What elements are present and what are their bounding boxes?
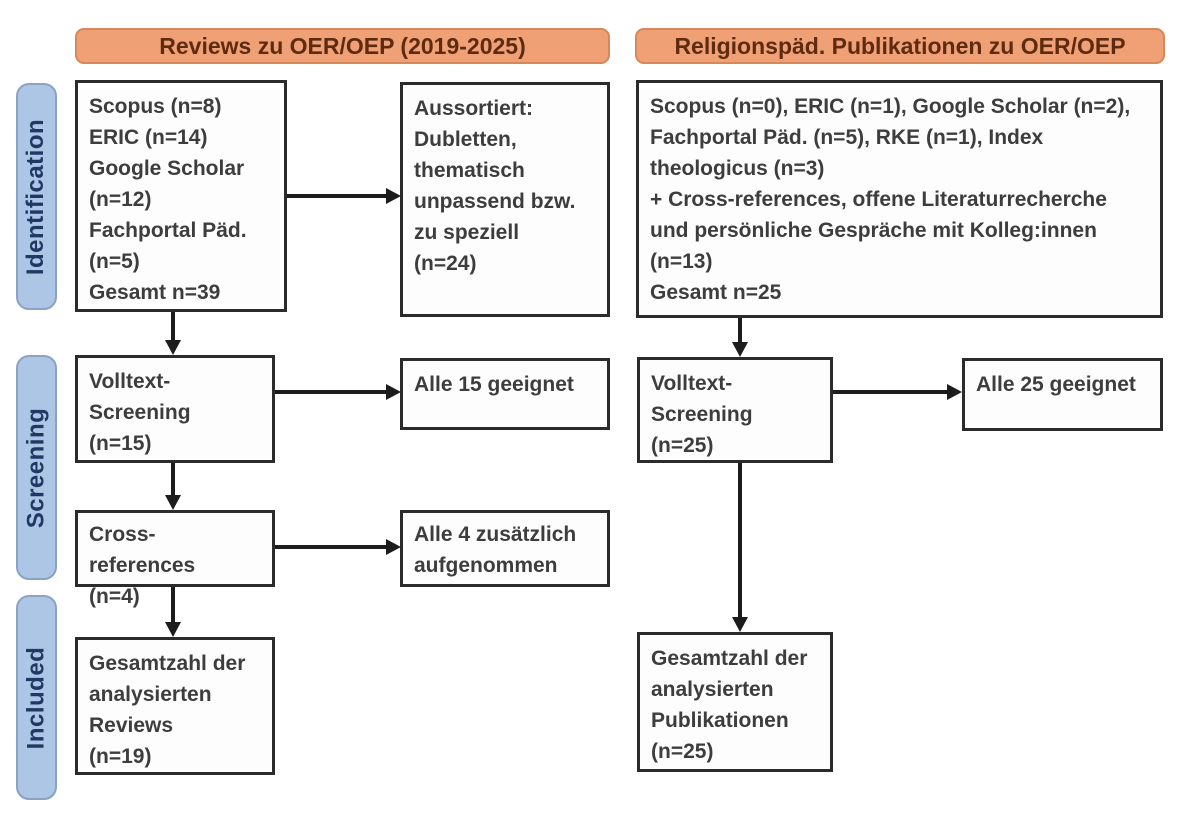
stage-label-identification: Identification — [16, 83, 57, 310]
box-sources-reviews: Scopus (n=8) ERIC (n=14) Google Scholar … — [75, 80, 287, 312]
box-total-publications: Gesamtzahl der analysierten Publikatione… — [637, 632, 833, 772]
column-header-religionspaed: Religionspäd. Publikationen zu OER/OEP — [635, 28, 1165, 64]
box-cross-references: Cross-references (n=4) — [75, 510, 275, 608]
stage-label-screening-text: Screening — [22, 407, 50, 528]
stage-label-included: Included — [16, 595, 57, 800]
stage-label-included-text: Included — [22, 646, 50, 749]
box-fulltext-screening-publications: Volltext- Screening (n=25) — [637, 357, 833, 463]
box-total-reviews: Gesamtzahl der analysierten Reviews (n=1… — [75, 637, 275, 775]
box-excluded: Aussortiert: Dubletten, thematisch unpas… — [400, 82, 610, 317]
box-fulltext-screening-reviews: Volltext- Screening (n=15) — [75, 355, 275, 463]
column-header-reviews: Reviews zu OER/OEP (2019-2025) — [75, 28, 610, 64]
box-added: Alle 4 zusätzlich aufgenommen — [400, 510, 610, 587]
box-sources-publications: Scopus (n=0), ERIC (n=1), Google Scholar… — [636, 80, 1163, 318]
box-eligible-reviews: Alle 15 geeignet — [400, 358, 610, 430]
stage-label-identification-text: Identification — [22, 118, 50, 275]
stage-label-screening: Screening — [16, 355, 57, 580]
box-eligible-publications: Alle 25 geeignet — [962, 358, 1163, 431]
